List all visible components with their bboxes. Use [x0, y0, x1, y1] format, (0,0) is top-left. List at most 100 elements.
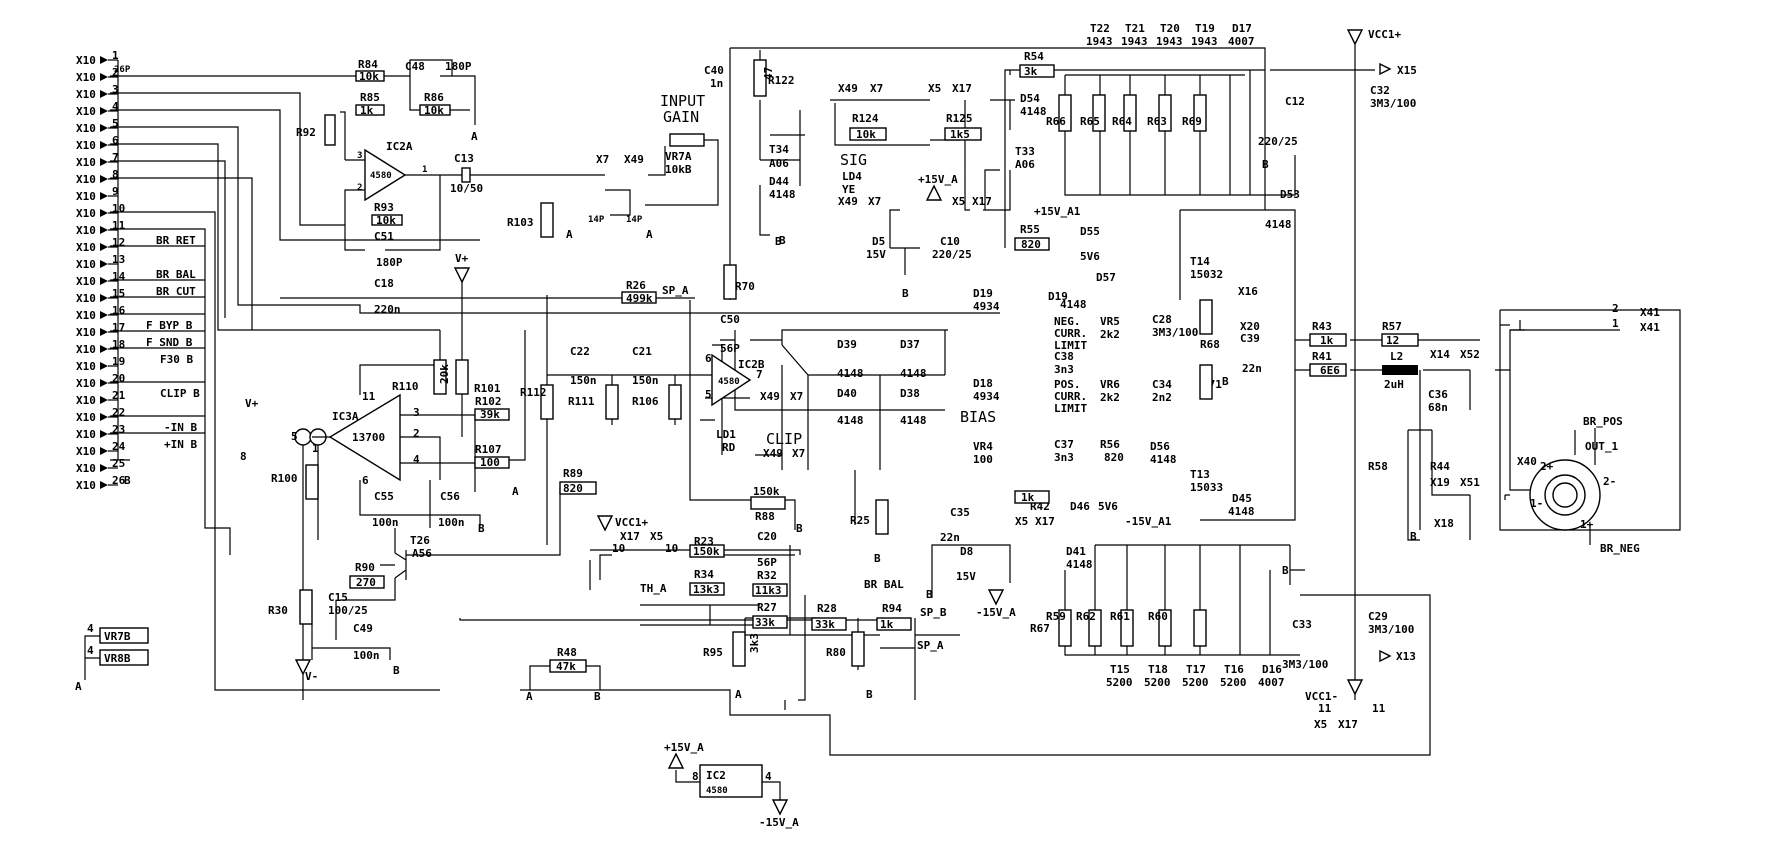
x10-pin-ref: X10: [76, 411, 96, 424]
ic2a-ref: IC2A: [386, 140, 413, 153]
vcc1n-symbol: [1346, 679, 1364, 696]
x10-pin-ref: X10: [76, 462, 96, 475]
x10-pin-ref: X10: [76, 292, 96, 305]
n15-symbol: [987, 589, 1005, 606]
r62-ref: R61: [1110, 610, 1130, 623]
sp-a-net: R26 499k SP_A: [280, 279, 695, 305]
x10-ground: B: [124, 474, 131, 487]
d57-ref: D57: [1096, 271, 1116, 284]
x7-clip-2: X7: [792, 447, 805, 460]
r102-body: [455, 359, 469, 395]
vr7a-ref: VR7A: [665, 150, 692, 163]
net-br-bal: BR BAL: [156, 268, 196, 281]
r69-ref: R68: [1200, 338, 1220, 351]
c56-val: 100n: [438, 516, 465, 529]
x10-pin-marker: [100, 447, 108, 455]
d19-ref: D19: [1048, 290, 1068, 303]
net-clip-b: CLIP B: [160, 387, 200, 400]
d38-val: 4148: [900, 414, 927, 427]
r23-val: 150k: [693, 545, 720, 558]
d41-val: 4148: [1066, 558, 1093, 571]
x15-arrow: [1379, 62, 1392, 76]
c28-ref: C32: [1370, 84, 1390, 97]
x13-label: X13: [1396, 650, 1416, 663]
r43-ref: R41: [1312, 350, 1332, 363]
net-f-snd-b: F SND B: [146, 336, 193, 349]
x10-pin-ref: X10: [76, 156, 96, 169]
spk-pin-1p: 1+: [1580, 518, 1594, 531]
x10-pin-ref: X10: [76, 122, 96, 135]
led8-ref: 8: [240, 450, 247, 463]
t26-ref: T26: [410, 534, 430, 547]
r67-body: [1058, 609, 1072, 647]
vcc1n-label: VCC1-: [1305, 690, 1338, 703]
c22-val: 150n: [570, 374, 597, 387]
x10-pin-ref: X10: [76, 275, 96, 288]
r22-ref: R34: [694, 568, 714, 581]
r32-ref: R27: [757, 601, 777, 614]
x10-pin-number: 24: [112, 440, 126, 453]
c15-val: 100/25: [328, 604, 368, 617]
x10-pin-marker: [100, 311, 108, 319]
r68-body: [1199, 364, 1213, 400]
c49-ref: C49: [353, 622, 373, 635]
x41-label-2: X41: [1640, 321, 1660, 334]
c29-ref: C29: [1368, 610, 1388, 623]
c38-val: 3M3/100: [1152, 326, 1198, 339]
r100-ref: R100: [271, 472, 298, 485]
driver-top: R122 47 C40 1n T34 A06 D44 4148 B SIG LD…: [704, 47, 1266, 300]
c55-val: 100n: [372, 516, 399, 529]
r124-body: [849, 127, 887, 141]
lower-network: 150k R88 B R23 150k R34 13k3 C20 56P R32…: [75, 300, 1431, 756]
r62-body: [1120, 609, 1134, 647]
r90-body: [349, 575, 385, 589]
c20-ref: C20: [757, 530, 777, 543]
ic2b-pin6: 6: [705, 352, 712, 365]
c33-ref: C33: [1292, 618, 1312, 631]
gnd-b-13: B: [926, 588, 933, 601]
x10-pin-ref: X10: [76, 479, 96, 492]
x10-pin-marker: [100, 73, 108, 81]
x10-pin-marker: [100, 226, 108, 234]
r122-ref: R70: [735, 280, 755, 293]
ic3a-pin5: 5: [291, 430, 298, 443]
x13-arrow: [1379, 649, 1392, 663]
r93-ref: R93: [374, 201, 394, 214]
gnd-b-3: B: [796, 522, 803, 535]
vr4-ref: VR4: [973, 440, 993, 453]
r34-body: [752, 583, 788, 597]
x10-pin-ref: X10: [76, 71, 96, 84]
pos-label-1: POS.: [1054, 378, 1081, 391]
x10-pin-marker: [100, 362, 108, 370]
sig-label: SIG: [840, 151, 867, 169]
gnd-a-3: A: [646, 228, 653, 241]
x10-pin-marker: [100, 141, 108, 149]
net-f-byp-b: F BYP B: [146, 319, 193, 332]
x10-pin-ref: X10: [76, 428, 96, 441]
bottom-device-val: 4007: [1258, 676, 1285, 689]
r86-body: [419, 104, 451, 116]
d8-ref: D8: [960, 545, 973, 558]
x41-label-1: X41: [1640, 306, 1660, 319]
x49-a-14p: 14P: [626, 215, 643, 225]
gain-label: GAIN: [663, 108, 699, 126]
vcc1p-label-small: VCC1+: [615, 516, 648, 529]
c13-body: [461, 167, 471, 183]
d41-ref: D41: [1066, 545, 1086, 558]
x10-pin-marker: [100, 379, 108, 387]
vr7b-pin: 4: [87, 622, 94, 635]
r101-body: [433, 359, 447, 395]
gnd-b-1: B: [478, 522, 485, 535]
x10-pin-ref: X10: [76, 258, 96, 271]
r85-ref: R85: [360, 91, 380, 104]
spk-pin-1m: 1-: [1530, 497, 1543, 510]
ic2b-pin7: 7: [756, 368, 763, 381]
c56-ref: C56: [440, 490, 460, 503]
x10-pin-number: 4: [112, 100, 119, 113]
r88-ref: R88: [755, 510, 775, 523]
r80-ref: R25: [850, 514, 870, 527]
c18-ref: C18: [374, 277, 394, 290]
x10-pin-marker: [100, 243, 108, 251]
